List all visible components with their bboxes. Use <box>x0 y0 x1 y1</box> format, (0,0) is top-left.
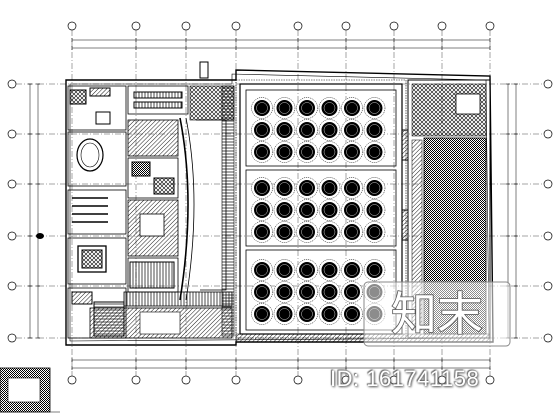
banquet-table <box>318 97 341 119</box>
banquet-table <box>296 259 318 281</box>
grid-bubble-top <box>389 21 399 31</box>
grid-bubble-bottom <box>437 375 447 385</box>
grid-bubble-bottom <box>131 375 141 385</box>
grid-bubble-right <box>543 231 553 241</box>
grid-bubble-right <box>543 129 553 139</box>
banquet-table <box>341 303 363 325</box>
banquet-table <box>363 177 386 199</box>
banquet-table <box>363 141 386 163</box>
banquet-table <box>363 97 386 119</box>
banquet-table <box>273 281 296 303</box>
entry-marker <box>36 233 44 239</box>
banquet-table <box>318 141 341 163</box>
grid-bubble-left <box>7 333 17 343</box>
banquet-table <box>363 221 386 243</box>
banquet-table <box>296 141 318 163</box>
grid-bubble-top <box>485 21 495 31</box>
banquet-table <box>273 221 296 243</box>
zhimo-logo: 知末 <box>363 281 511 347</box>
grid-bubble-bottom <box>181 375 191 385</box>
grid-bubble-bottom <box>485 375 495 385</box>
central-core <box>89 117 233 339</box>
banquet-table <box>296 221 318 243</box>
banquet-table <box>296 281 318 303</box>
grid-bubble-right <box>543 179 553 189</box>
banquet-table <box>318 199 341 221</box>
top-services <box>127 61 235 121</box>
banquet-table <box>251 97 273 119</box>
banquet-table <box>296 119 318 141</box>
banquet-table <box>251 119 273 141</box>
banquet-table <box>318 303 341 325</box>
banquet-table <box>341 119 363 141</box>
grid-bubble-left <box>7 281 17 291</box>
grid-bubble-left <box>7 129 17 139</box>
banquet-table <box>273 303 296 325</box>
grid-bubble-top <box>181 21 191 31</box>
left-rooms <box>67 85 127 339</box>
grid-bubble-bottom <box>341 375 351 385</box>
banquet-table <box>363 199 386 221</box>
grid-bubble-bottom <box>67 375 77 385</box>
banquet-table <box>318 119 341 141</box>
banquet-table <box>251 259 273 281</box>
banquet-table <box>296 199 318 221</box>
banquet-table <box>251 177 273 199</box>
corridor <box>196 85 235 337</box>
banquet-table <box>273 259 296 281</box>
watermark-id: ID: 161741158 <box>330 366 480 391</box>
banquet-table <box>251 303 273 325</box>
banquet-table <box>273 199 296 221</box>
banquet-table <box>341 259 363 281</box>
banquet-table <box>341 199 363 221</box>
banquet-table <box>318 177 341 199</box>
banquet-table <box>341 281 363 303</box>
grid-bubble-top <box>341 21 351 31</box>
banquet-table <box>251 199 273 221</box>
banquet-table <box>273 119 296 141</box>
banquet-table <box>251 141 273 163</box>
grid-bubble-top <box>293 21 303 31</box>
banquet-table <box>251 221 273 243</box>
banquet-table <box>251 281 273 303</box>
banquet-table <box>341 221 363 243</box>
banquet-table <box>273 141 296 163</box>
grid-bubble-top <box>231 21 241 31</box>
banquet-table <box>318 281 341 303</box>
banquet-table <box>296 177 318 199</box>
banquet-table <box>296 303 318 325</box>
grid-bubble-bottom <box>293 375 303 385</box>
grid-bubble-right <box>543 281 553 291</box>
grid-bubble-bottom <box>389 375 399 385</box>
banquet-hall <box>235 79 409 339</box>
banquet-table <box>341 141 363 163</box>
banquet-table <box>273 97 296 119</box>
grid-bubble-top <box>67 21 77 31</box>
banquet-table <box>296 97 318 119</box>
grid-bubble-left <box>7 179 17 189</box>
banquet-tables <box>251 97 386 325</box>
grid-bubble-left <box>7 79 17 89</box>
banquet-table <box>273 177 296 199</box>
grid-bubble-top <box>131 21 141 31</box>
banquet-table <box>318 259 341 281</box>
logo-text: 知末 <box>391 288 483 340</box>
banquet-table <box>341 177 363 199</box>
banquet-table <box>363 119 386 141</box>
banquet-table <box>318 221 341 243</box>
grid-bubble-right <box>543 333 553 343</box>
legend-block <box>0 367 60 413</box>
grid-bubbles <box>7 21 553 385</box>
grid-bubble-bottom <box>231 375 241 385</box>
banquet-table <box>341 97 363 119</box>
banquet-table <box>363 259 386 281</box>
grid-bubble-left <box>7 231 17 241</box>
grid-bubble-top <box>437 21 447 31</box>
grid-bubble-right <box>543 79 553 89</box>
